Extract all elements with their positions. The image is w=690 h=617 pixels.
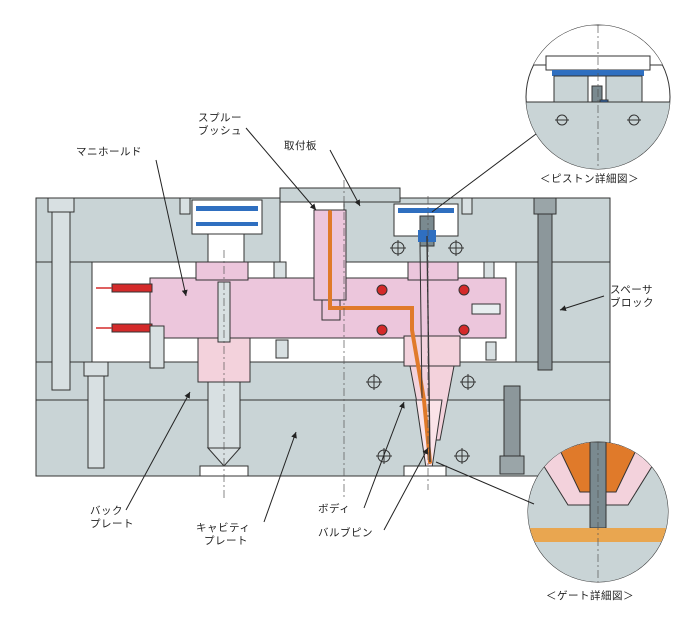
label-back-plate-2: プレート xyxy=(90,518,134,530)
heater-dots xyxy=(376,284,470,336)
center-lines xyxy=(223,180,429,500)
bolt-left xyxy=(47,197,75,391)
spacer-block-right xyxy=(515,261,611,363)
melt-channel xyxy=(328,210,432,464)
gate-detail-view xyxy=(527,441,669,583)
label-body: ボディ xyxy=(318,503,351,515)
label-valve-pin: バルブピン xyxy=(318,527,373,539)
label-cavity-plate-1: キャビティ xyxy=(196,522,251,534)
piston-leader xyxy=(431,133,537,213)
label-cavity-plate-2: プレート xyxy=(204,535,248,547)
heater-cartridges-left xyxy=(96,283,153,333)
locating-ring xyxy=(279,187,401,203)
gate-leader xyxy=(435,461,535,505)
screws xyxy=(179,197,497,361)
label-spacer-block-2: ブロック xyxy=(610,297,654,309)
label-sprue-bush-2: ブッシュ xyxy=(198,125,242,137)
label-gate-detail: ＜ゲート詳細図＞ xyxy=(546,590,634,602)
back-plate xyxy=(35,361,611,401)
bolt-left-lower xyxy=(83,361,109,469)
valve-pin xyxy=(426,235,431,463)
support-pin xyxy=(149,325,165,369)
bolt-right xyxy=(533,197,557,371)
label-manifold: マニホールド xyxy=(76,146,142,158)
label-sprue-bush-1: スプルー xyxy=(198,112,242,124)
label-mounting-plate: 取付板 xyxy=(284,140,317,152)
label-leaders xyxy=(125,127,605,531)
label-back-plate-1: バック xyxy=(90,505,123,517)
label-piston-detail: ＜ピストン詳細図＞ xyxy=(540,173,639,185)
cylinder-left xyxy=(191,199,263,263)
piston-detail-view xyxy=(525,24,671,170)
bolt-right-lower xyxy=(499,385,525,475)
piston-cylinder xyxy=(393,203,459,247)
thermocouple xyxy=(471,303,501,315)
label-spacer-block-1: スペーサ xyxy=(610,284,654,296)
mounting-plate-right xyxy=(343,197,611,263)
